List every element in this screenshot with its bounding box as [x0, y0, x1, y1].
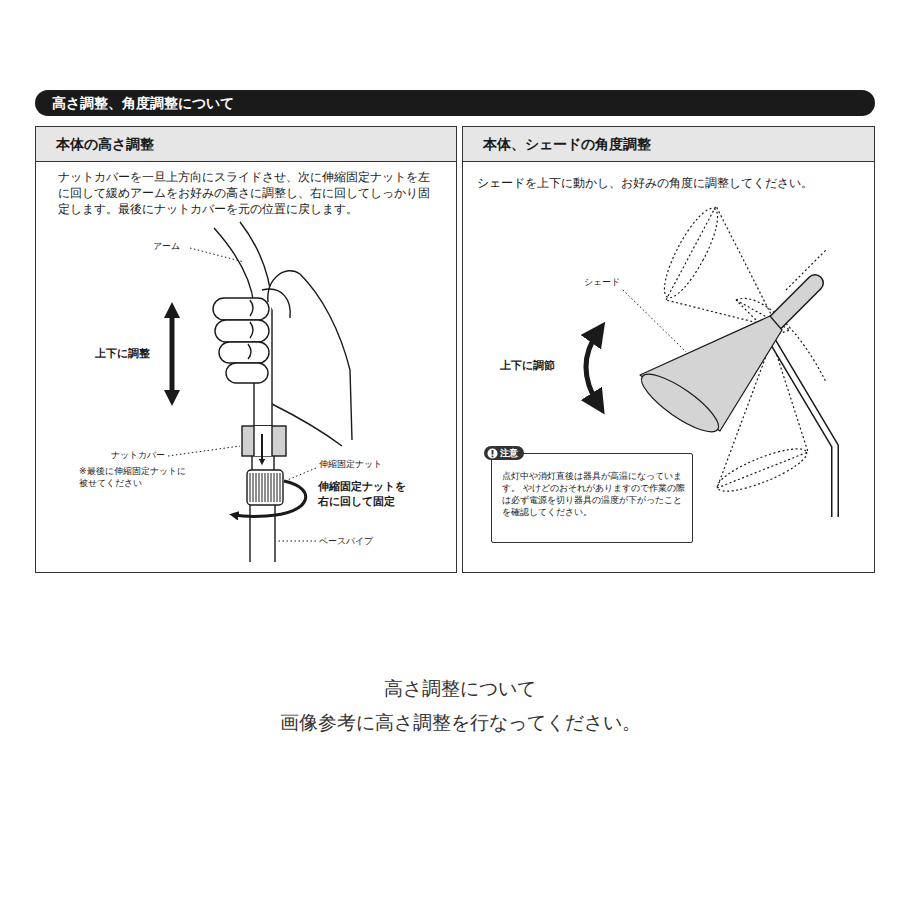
note: ※最後に伸縮固定ナットに被せてください	[78, 465, 192, 489]
rotate-arrow	[234, 481, 306, 516]
knurl-line	[262, 473, 263, 502]
base-pipe	[250, 505, 275, 562]
knurl-line	[268, 473, 269, 502]
knurl-line	[271, 473, 272, 502]
caution-text: 点灯中や消灯直後は器具が高温になっています。 やけどのおそれがありますので作業の…	[502, 470, 688, 519]
finger	[213, 298, 269, 320]
title-bar	[35, 90, 875, 116]
knurl-line	[259, 473, 260, 502]
lock-nut	[247, 470, 283, 505]
panel-heading: 本体の高さ調整	[56, 135, 154, 154]
slide-arrow	[261, 434, 263, 462]
knurl-line	[250, 473, 251, 502]
direction-label: 上下に調整	[95, 346, 150, 361]
caption: 高さ調整について	[0, 676, 920, 702]
icon-dot	[492, 455, 494, 457]
stand-inner	[773, 342, 835, 517]
knurl-line	[253, 473, 254, 502]
panel-heading: 本体、シェードの角度調整	[483, 135, 651, 154]
knurl-line	[265, 473, 266, 502]
caution-box: 注意点灯中や消灯直後は器具が高温になっています。 やけどのおそれがありますので作…	[491, 453, 693, 543]
arm-pipe	[214, 222, 272, 426]
section-panel: 本体、シェードの角度調整シェードを上下に動かし、お好みの角度に調整してください。…	[462, 126, 875, 573]
knurl-line	[274, 473, 275, 502]
panel-header: 本体、シェードの角度調整	[463, 127, 874, 162]
part-label: シェード	[583, 276, 621, 288]
finger	[226, 363, 268, 383]
part-label: ベースパイプ	[318, 535, 374, 547]
finger	[215, 320, 269, 342]
stand	[773, 342, 835, 517]
knurl-line	[280, 473, 281, 502]
nut-cover	[242, 426, 286, 456]
caution-badge: 注意	[484, 446, 524, 460]
part-label: アーム	[152, 240, 181, 252]
caption-line: 画像参考に高さ調整を行なってください。	[0, 710, 920, 736]
part-label: ナットカバー	[110, 449, 166, 461]
caution-icon	[487, 448, 498, 459]
thumb	[268, 271, 352, 440]
leader-lines	[168, 248, 316, 541]
direction-label: 上下に調節	[500, 358, 555, 373]
pipe-joint	[252, 456, 274, 470]
handle	[776, 283, 815, 322]
knuckles	[248, 300, 253, 359]
instruction-text: ナットカバーを一旦上方向にスライドさせ、次に伸縮固定ナットを左に回して緩めアーム…	[58, 169, 432, 217]
panel-header: 本体の高さ調整	[36, 127, 456, 162]
finger	[219, 342, 269, 363]
knurling	[250, 473, 280, 502]
leader-line	[620, 287, 686, 352]
height-illustration	[168, 222, 352, 562]
knurl-line	[277, 473, 278, 502]
shade-rim	[634, 365, 725, 441]
knurl-line	[256, 473, 257, 502]
handle-fill	[776, 283, 815, 322]
icon-circle	[488, 448, 498, 458]
rotate-arrow	[586, 332, 598, 404]
title: 高さ調整、角度調整について	[52, 94, 234, 113]
part-label: 伸縮固定ナット	[318, 458, 383, 470]
updown-arrow	[170, 310, 175, 398]
instruction-label: 伸縮固定ナットを右に回して固定	[318, 479, 414, 509]
caution-heading: 注意	[500, 447, 518, 459]
instruction-text: シェードを上下に動かし、お好みの角度に調整してください。	[477, 175, 857, 191]
icon-bar	[492, 450, 494, 455]
